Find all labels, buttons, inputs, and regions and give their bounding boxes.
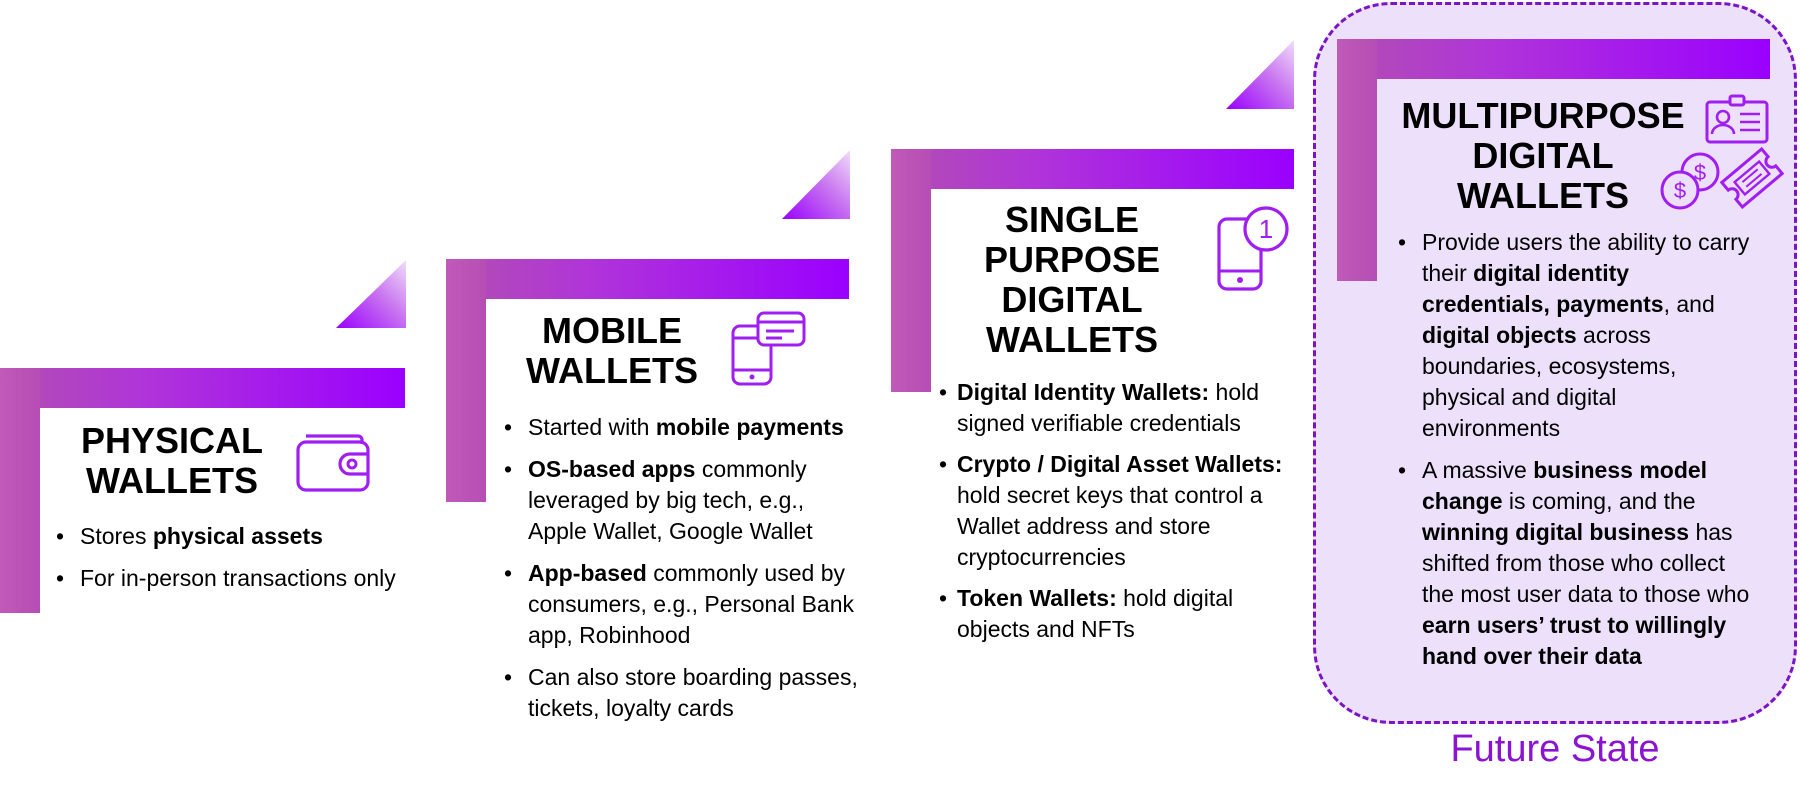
phone-card-icon <box>731 311 806 386</box>
list-item: Crypto / Digital Asset Wallets: hold sec… <box>939 449 1309 573</box>
stage-bullets: Digital Identity Wallets: hold signed ve… <box>939 377 1309 655</box>
step-triangle <box>1226 40 1294 109</box>
step-bar-vertical <box>0 368 40 613</box>
list-item: For in-person transactions only <box>50 563 410 594</box>
wallet-icon <box>296 434 370 492</box>
list-item: Token Wallets: hold digital objects and … <box>939 583 1309 645</box>
list-item: A massive business model change is comin… <box>1392 455 1752 672</box>
stage-bullets: Provide users the ability to carry their… <box>1392 227 1752 683</box>
svg-text:$: $ <box>1674 178 1686 203</box>
step-bar-vertical <box>891 149 931 392</box>
step-bar-horizontal <box>446 259 849 299</box>
svg-text:$: $ <box>1694 160 1706 185</box>
stage-bullets: Started with mobile payments OS-based ap… <box>498 412 868 735</box>
stage-title: MOBILE WALLETS <box>526 310 698 391</box>
step-bar-horizontal <box>0 368 405 408</box>
step-triangle <box>336 260 406 328</box>
list-item: Can also store boarding passes, tickets,… <box>498 662 868 724</box>
stage-title: MULTIPURPOSE DIGITAL WALLETS <box>1401 95 1685 216</box>
step-bar-horizontal <box>1337 39 1770 79</box>
future-state-label: Future State <box>1450 728 1660 770</box>
id-badge-coins-ticket-icon: $ $ <box>1660 94 1785 210</box>
phone-number-one-icon: 1 <box>1217 206 1289 291</box>
list-item: OS-based apps commonly leveraged by big … <box>498 454 868 547</box>
step-bar-vertical <box>446 259 486 502</box>
stage-bullets: Stores physical assets For in-person tra… <box>50 521 410 605</box>
svg-text:1: 1 <box>1259 214 1273 244</box>
list-item: Provide users the ability to carry their… <box>1392 227 1752 444</box>
list-item: Stores physical assets <box>50 521 410 552</box>
list-item: App-based commonly used by consumers, e.… <box>498 558 868 651</box>
list-item: Started with mobile payments <box>498 412 868 443</box>
step-bar-vertical <box>1337 39 1377 281</box>
stage-title: PHYSICAL WALLETS <box>80 420 264 501</box>
step-triangle <box>782 150 850 219</box>
step-bar-horizontal <box>891 149 1294 189</box>
list-item: Digital Identity Wallets: hold signed ve… <box>939 377 1309 439</box>
stage-title: SINGLE PURPOSE DIGITAL WALLETS <box>983 199 1161 360</box>
